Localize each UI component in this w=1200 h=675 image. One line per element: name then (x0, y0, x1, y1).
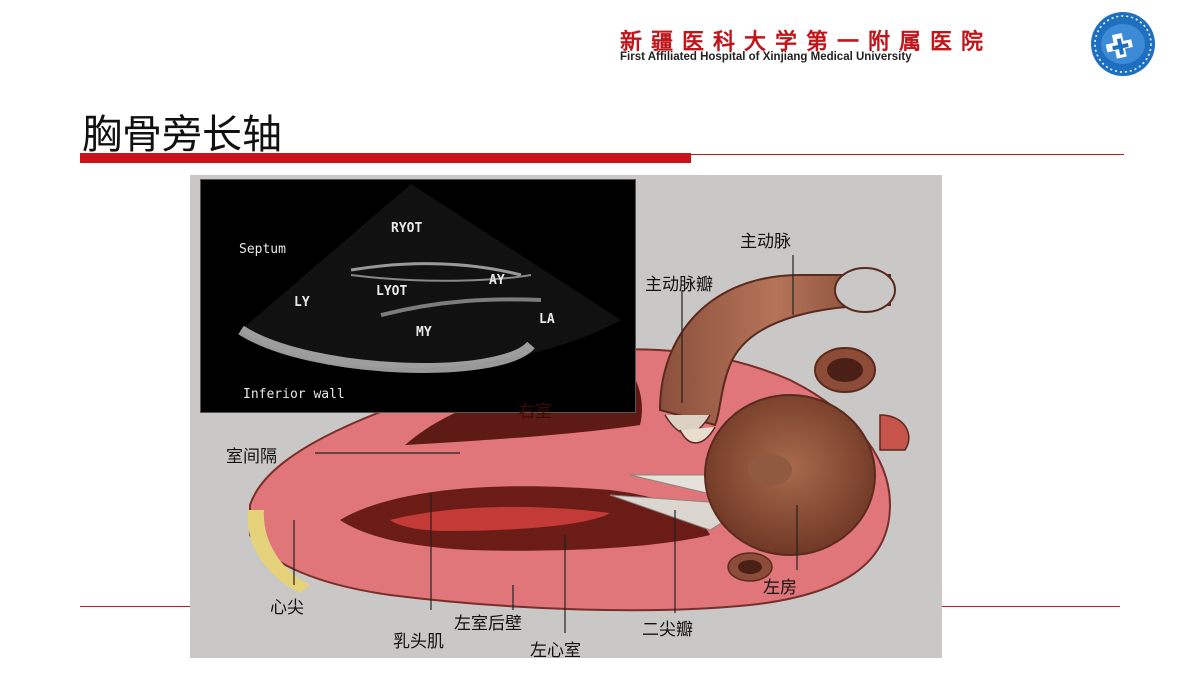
hospital-cross-logo-icon (1091, 12, 1155, 76)
echo-label-septum: Septum (239, 242, 286, 257)
label-apex: 心尖 (270, 598, 304, 618)
echo-label-inferior-wall: Inferior wall (243, 387, 345, 402)
title-underline-thin (691, 154, 1124, 155)
echo-label-lvot: LYOT (376, 284, 408, 299)
page-title: 胸骨旁长轴 (82, 112, 282, 158)
footer-rule-left (80, 606, 192, 607)
label-lv-posterior-wall: 左室后壁 (454, 614, 522, 634)
echo-sector-scan (238, 184, 621, 373)
label-left-atrium: 左房 (763, 578, 797, 598)
echo-label-la: LA (539, 312, 555, 327)
heart-figure: RYOT Septum LY LYOT AY LA MY Inferior wa… (190, 175, 942, 658)
label-septum: 室间隔 (226, 447, 277, 467)
echo-label-lv: LY (294, 295, 310, 310)
hospital-name-en: First Affiliated Hospital of Xinjiang Me… (620, 51, 912, 63)
label-mitral-valve: 二尖瓣 (642, 620, 693, 640)
title-underline-thick (80, 153, 691, 163)
echo-label-mv: MY (416, 325, 432, 340)
label-right-ventricle: 右室 (518, 402, 552, 422)
label-aorta: 主动脉 (740, 232, 791, 252)
label-aortic-valve: 主动脉瓣 (645, 275, 713, 295)
echo-label-ryot: RYOT (391, 221, 423, 236)
label-left-ventricle: 左心室 (530, 641, 581, 658)
echo-label-av: AY (489, 273, 505, 288)
echocardiogram-inset: RYOT Septum LY LYOT AY LA MY Inferior wa… (200, 179, 636, 413)
hospital-name-cn: 新疆医科大学第一附属医院 (620, 30, 993, 55)
footer-rule-right (942, 606, 1120, 607)
label-papillary-muscle: 乳头肌 (393, 632, 444, 652)
